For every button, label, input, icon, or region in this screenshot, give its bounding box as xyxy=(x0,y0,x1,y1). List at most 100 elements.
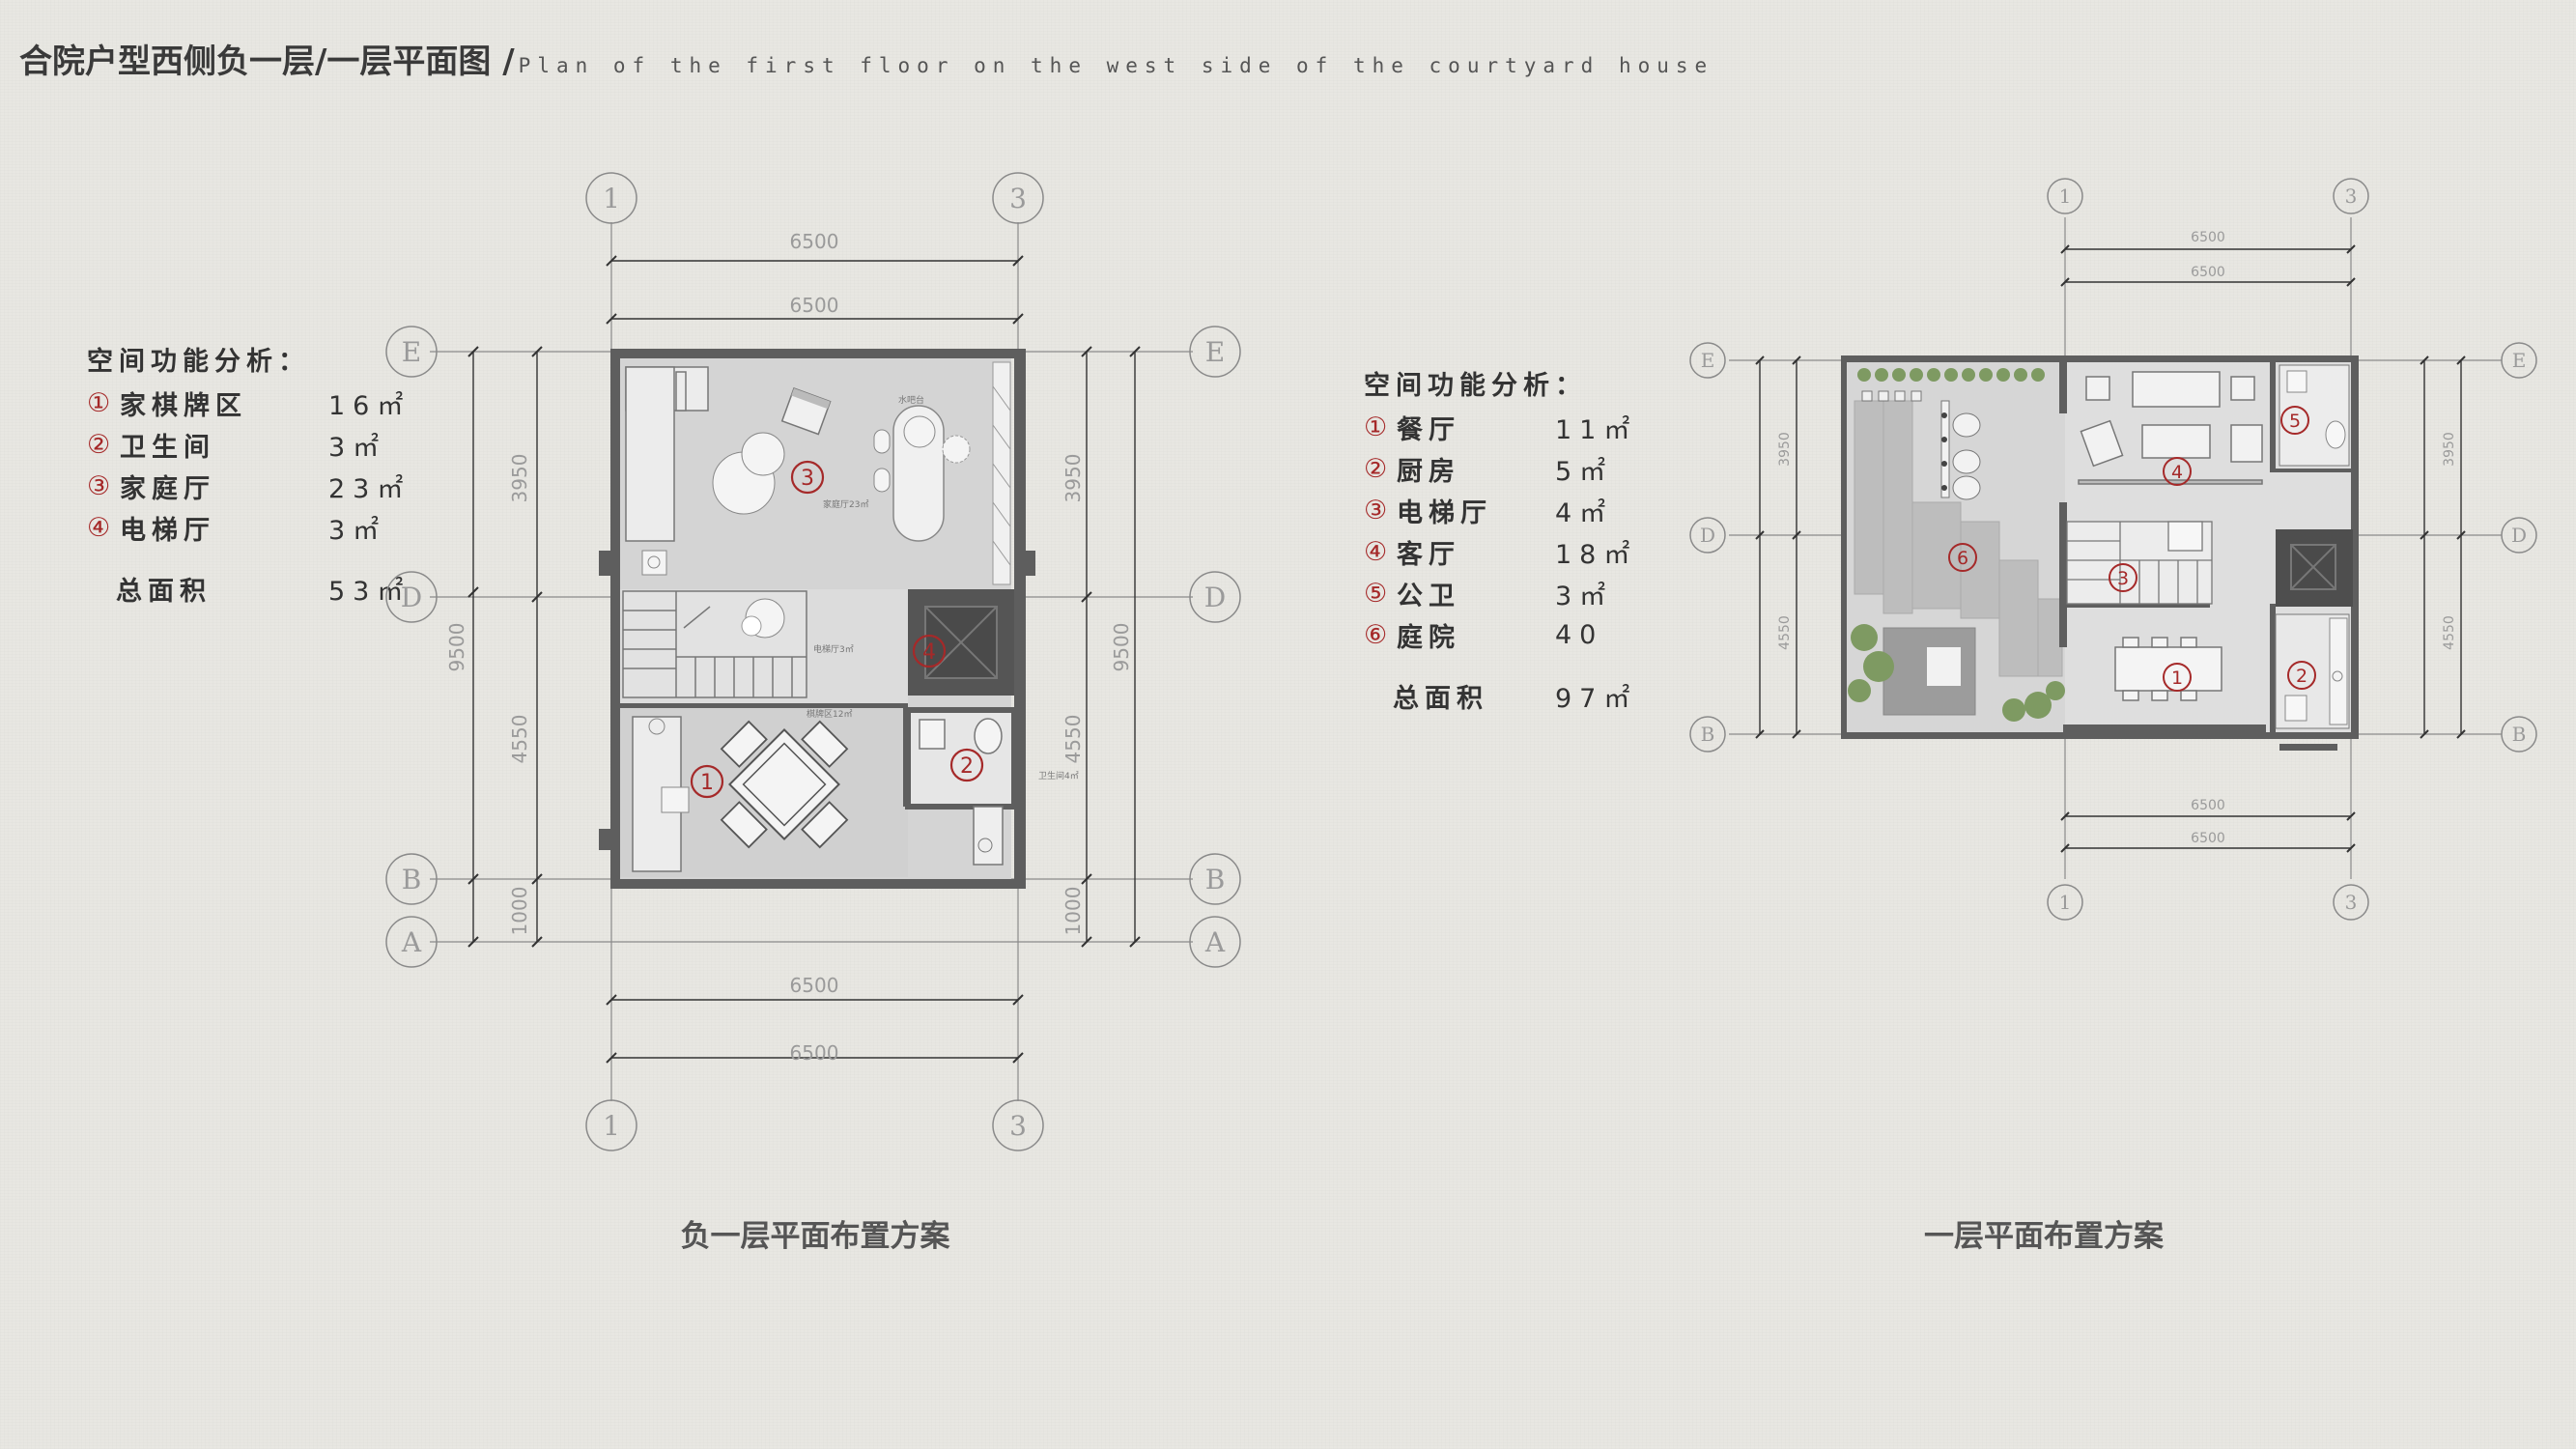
ground-stairs xyxy=(2066,521,2213,605)
sofa xyxy=(625,366,709,542)
room-name: 电梯厅 xyxy=(1397,498,1492,528)
room-number: ④ xyxy=(1364,537,1388,567)
ground-legend-row: ⑤ 公卫 3㎡ xyxy=(1364,573,1712,614)
basement-legend: 空间功能分析： ① 家棋牌区 16㎡ ② 卫生间 3㎡ ③ 家庭厅 23㎡ ④ … xyxy=(87,340,435,610)
dim-text: 1000 xyxy=(508,887,531,936)
basement-legend-row: ② 卫生间 3㎡ xyxy=(87,424,435,466)
dim-text: 6500 xyxy=(2191,230,2225,245)
room-marker-3: 3 xyxy=(801,467,814,491)
room-number: ④ xyxy=(87,513,111,543)
axis-label: B xyxy=(402,864,422,895)
room-marker-2: 2 xyxy=(2296,666,2307,687)
room-number: ③ xyxy=(87,471,111,501)
plan-label: 家庭厅23㎡ xyxy=(823,498,868,510)
room-number: ① xyxy=(87,388,111,418)
ground-dimension-lines xyxy=(1755,244,2466,853)
dim-text: 3950 xyxy=(2442,432,2457,467)
basement-room-markers xyxy=(690,460,984,799)
room-area: 3㎡ xyxy=(328,433,387,463)
dining-table xyxy=(2114,637,2222,701)
room-area: 4㎡ xyxy=(1555,498,1614,528)
dim-text: 6500 xyxy=(790,294,839,317)
ground-legend-row: ① 餐厅 11㎡ xyxy=(1364,407,1712,448)
axis-label: 1 xyxy=(603,183,620,214)
plan-label: 水吧台 xyxy=(898,394,924,406)
dim-text: 3950 xyxy=(1062,454,1085,503)
axis-label: 1 xyxy=(2059,185,2072,208)
ground-walls xyxy=(1841,355,2359,751)
basement-dimension-text: 6500 6500 6500 6500 3950 4550 1000 9500 … xyxy=(445,230,1133,1065)
room-number: ③ xyxy=(1364,496,1388,526)
basement-total: 总面积 53㎡ xyxy=(87,568,435,610)
axis-label: D xyxy=(1700,524,1715,547)
room-area: 23㎡ xyxy=(328,474,411,504)
dim-text: 9500 xyxy=(1110,623,1133,672)
axis-label: B xyxy=(1701,723,1715,746)
axis-label: E xyxy=(2512,349,2527,372)
axis-label: B xyxy=(2512,723,2527,746)
room-area: 16㎡ xyxy=(328,391,411,421)
basement-legend-row: ④ 电梯厅 3㎡ xyxy=(87,507,435,549)
room-marker-5: 5 xyxy=(2289,411,2301,432)
page-title: 合院户型西侧负一层/一层平面图 /Plan of the first floor… xyxy=(19,35,1713,82)
axis-label: 3 xyxy=(1009,1110,1027,1142)
ground-caption: 一层平面布置方案 xyxy=(1924,1219,2164,1254)
dim-text: 1000 xyxy=(1062,887,1085,936)
axis-label: A xyxy=(1204,926,1226,958)
room-name: 庭院 xyxy=(1397,623,1460,653)
axis-label: D xyxy=(401,582,422,613)
basement-axis-bubbles xyxy=(385,172,1241,1151)
ground-axis-labels: 1 3 1 3 E E D D B B xyxy=(1700,185,2527,914)
axis-label: 3 xyxy=(2345,185,2358,208)
ground-legend-heading: 空间功能分析： xyxy=(1364,371,1587,401)
room-name: 家棋牌区 xyxy=(120,391,247,421)
room-marker-6: 6 xyxy=(1957,548,1968,569)
title-main: 合院户型西侧负一层/一层平面图 / xyxy=(19,43,515,81)
room-name: 家庭厅 xyxy=(120,474,215,504)
ground-axis-bubbles xyxy=(1689,178,2537,921)
ground-legend: 空间功能分析： ① 餐厅 11㎡ ② 厨房 5㎡ ③ 电梯厅 4㎡ ④ 客厅 1… xyxy=(1364,364,1712,717)
dim-text: 3950 xyxy=(508,454,531,503)
total-label: 总面积 xyxy=(1393,684,1488,714)
basement-legend-heading: 空间功能分析： xyxy=(87,347,310,377)
room-number: ① xyxy=(1364,412,1388,442)
dim-text: 9500 xyxy=(445,623,468,672)
plan-label: 卫生间4㎡ xyxy=(1038,770,1079,781)
ground-plan: 6500 6500 6500 6500 3950 4550 3950 4550 … xyxy=(1689,178,2537,921)
basement-dimension-lines xyxy=(467,255,1141,1064)
dim-text: 6500 xyxy=(790,1041,839,1065)
dim-text: 6500 xyxy=(790,230,839,253)
room-name: 客厅 xyxy=(1397,540,1460,570)
basement-walls xyxy=(599,349,1035,889)
room-name: 餐厅 xyxy=(1397,415,1460,445)
dim-text: 3950 xyxy=(1777,432,1793,467)
dim-text: 6500 xyxy=(2191,798,2225,813)
chess-table xyxy=(720,720,849,849)
ground-room-markers xyxy=(1948,406,2316,692)
dim-text: 6500 xyxy=(790,974,839,997)
total-area: 53㎡ xyxy=(328,577,411,607)
room-name: 公卫 xyxy=(1397,582,1460,611)
basement-caption: 负一层平面布置方案 xyxy=(680,1219,950,1254)
title-subtitle: Plan of the first floor on the west side… xyxy=(518,54,1714,77)
axis-label: D xyxy=(2511,524,2527,547)
room-area: 5㎡ xyxy=(1555,457,1614,487)
room-name: 卫生间 xyxy=(120,433,215,463)
ground-legend-row: ⑥ 庭院 40 xyxy=(1364,614,1712,656)
living-room-furniture xyxy=(2078,371,2263,485)
ground-legend-row: ② 厨房 5㎡ xyxy=(1364,448,1712,490)
ground-legend-row: ④ 客厅 18㎡ xyxy=(1364,531,1712,573)
stairs xyxy=(622,590,807,698)
axis-label: E xyxy=(1701,349,1715,372)
room-area: 3㎡ xyxy=(1555,582,1614,611)
axis-label: E xyxy=(402,336,421,368)
basement-room-labels: 家庭厅23㎡ 水吧台 电梯厅3㎡ 棋牌区12㎡ 卫生间4㎡ xyxy=(807,394,1079,781)
room-marker-2: 2 xyxy=(960,754,974,779)
total-area: 97㎡ xyxy=(1555,684,1638,714)
basement-legend-row: ③ 家庭厅 23㎡ xyxy=(87,466,435,507)
ground-legend-row: ③ 电梯厅 4㎡ xyxy=(1364,490,1712,531)
axis-label: A xyxy=(401,926,422,958)
room-name: 厨房 xyxy=(1397,457,1460,487)
room-marker-3: 3 xyxy=(2117,568,2129,589)
